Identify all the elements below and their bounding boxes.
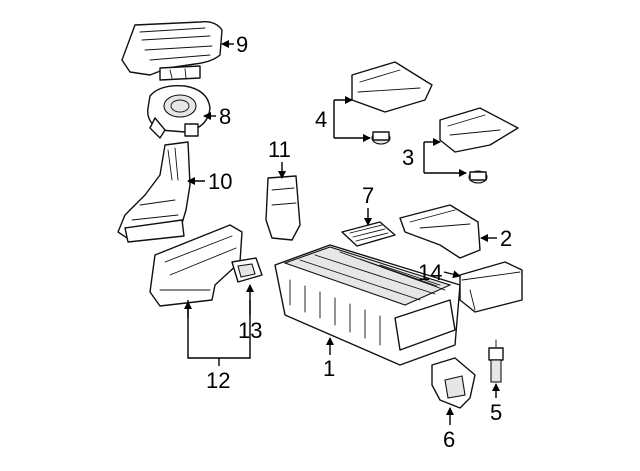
callout-7-label: 7 xyxy=(362,183,374,208)
duct-plate-3 xyxy=(439,107,519,153)
air-duct-lower xyxy=(117,141,191,243)
callout-14-label: 14 xyxy=(418,260,442,285)
callout-5: 5 xyxy=(490,383,502,425)
callout-13: 13 xyxy=(238,284,262,343)
callout-2-label: 2 xyxy=(500,226,512,251)
blower-fan xyxy=(147,85,211,139)
callout-10-label: 10 xyxy=(208,169,232,194)
clip-3 xyxy=(468,170,488,184)
callout-7: 7 xyxy=(362,183,374,226)
clip-4 xyxy=(371,131,391,145)
callout-4: 4 xyxy=(315,96,371,142)
bracket-11 xyxy=(265,175,301,241)
duct-plate-4 xyxy=(351,61,433,113)
control-module xyxy=(459,261,523,313)
callout-4-label: 4 xyxy=(315,107,327,132)
callout-12-label: 12 xyxy=(206,368,230,393)
fuse xyxy=(488,339,504,383)
mount-bracket xyxy=(431,357,476,409)
callout-11-label: 11 xyxy=(268,137,291,162)
callout-6: 6 xyxy=(443,407,455,452)
callout-9: 9 xyxy=(221,32,248,57)
callout-8: 8 xyxy=(203,104,231,129)
callout-6-label: 6 xyxy=(443,427,455,452)
callout-1-label: 1 xyxy=(323,356,335,381)
callout-13-label: 13 xyxy=(238,318,262,343)
callout-10: 10 xyxy=(187,169,232,194)
callout-11: 11 xyxy=(268,137,291,179)
cover-bracket xyxy=(399,204,481,259)
callout-3: 3 xyxy=(402,138,467,177)
callout-9-label: 9 xyxy=(236,32,248,57)
callout-1: 1 xyxy=(323,337,335,381)
warning-label xyxy=(341,221,396,247)
callout-2: 2 xyxy=(480,226,512,251)
callout-12: 12 xyxy=(184,300,251,393)
callout-8-label: 8 xyxy=(219,104,231,129)
battery-assembly xyxy=(274,244,461,366)
callout-14: 14 xyxy=(418,260,461,285)
callout-5-label: 5 xyxy=(490,400,502,425)
intake-duct xyxy=(149,224,243,307)
callout-3-label: 3 xyxy=(402,145,414,170)
air-duct-upper xyxy=(121,20,223,81)
duct-connector xyxy=(231,257,263,283)
